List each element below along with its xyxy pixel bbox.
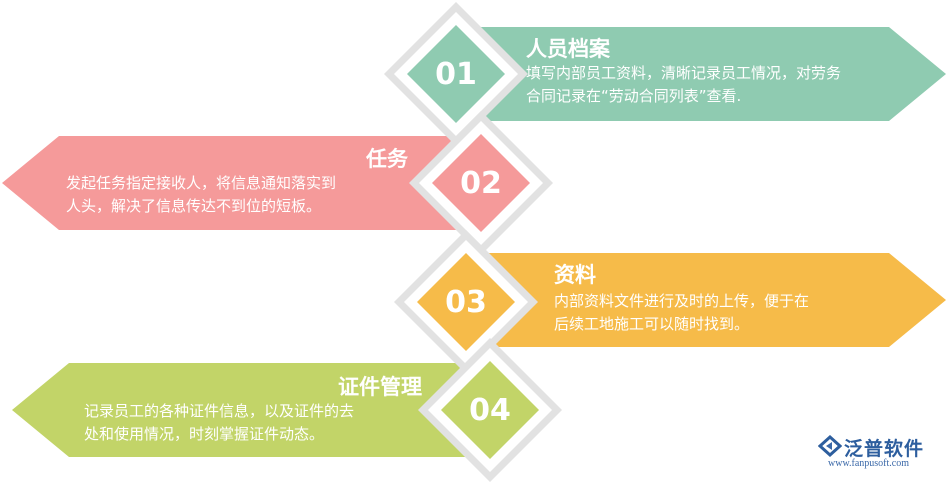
logo-name: 泛普软件 <box>844 438 925 460</box>
badge-01-number: 01 <box>435 56 477 92</box>
item-03-title: 资料 <box>554 263 596 287</box>
banner-02-shape <box>2 136 480 230</box>
item-02-line-1: 发起任务指定接收人，将信息通知落实到 <box>66 174 337 192</box>
item-02-desc: 发起任务指定接收人，将信息通知落实到 人头，解决了信息传达不到位的短板。 <box>66 172 426 218</box>
badge-03-diamond <box>394 230 538 374</box>
item-01-title: 人员档案 <box>526 37 610 61</box>
badge-04: 04 <box>414 334 566 486</box>
item-01-line-2: 合同记录在“劳动合同列表”查看. <box>526 87 742 105</box>
badge-02: 02 <box>405 107 557 259</box>
badge-01: 01 <box>380 0 532 150</box>
item-03-desc: 内部资料文件进行及时的上传，便于在 后续工地施工可以随时找到。 <box>554 290 914 336</box>
item-01-line-1: 填写内部员工资料，清晰记录员工情况，对劳务 <box>526 64 842 82</box>
item-04-line-2: 处和使用情况，时刻掌握证件动态。 <box>84 425 325 443</box>
item-01-desc: 填写内部员工资料，清晰记录员工情况，对劳务 合同记录在“劳动合同列表”查看. <box>526 62 926 108</box>
item-04-title: 证件管理 <box>338 375 422 399</box>
item-03-line-1: 内部资料文件进行及时的上传，便于在 <box>554 292 810 310</box>
banner-01-shape <box>462 27 946 121</box>
badge-03: 03 <box>390 226 542 378</box>
banner-03-shape <box>462 253 946 347</box>
logo-url: www.fanpusoft.com <box>828 458 910 469</box>
badge-03-number: 03 <box>445 284 487 320</box>
banner-03 <box>462 253 946 347</box>
badge-02-diamond <box>409 111 553 255</box>
badge-01-diamond <box>384 2 528 146</box>
item-02-line-2: 人头，解决了信息传达不到位的短板。 <box>66 197 322 215</box>
logo: 泛普软件 www.fanpusoft.com <box>818 434 946 474</box>
banner-04 <box>12 363 474 457</box>
item-02-title: 任务 <box>366 147 408 171</box>
item-04-desc: 记录员工的各种证件信息，以及证件的去 处和使用情况，时刻掌握证件动态。 <box>84 400 444 446</box>
badge-02-number: 02 <box>460 165 502 201</box>
item-03-line-2: 后续工地施工可以随时找到。 <box>554 315 750 333</box>
logo-icon <box>818 435 842 457</box>
badge-04-number: 04 <box>469 392 511 428</box>
banner-01 <box>462 27 946 121</box>
badge-04-diamond <box>418 338 562 482</box>
banner-04-shape <box>12 363 474 457</box>
banner-02 <box>2 136 480 230</box>
item-04-line-1: 记录员工的各种证件信息，以及证件的去 <box>84 402 355 420</box>
